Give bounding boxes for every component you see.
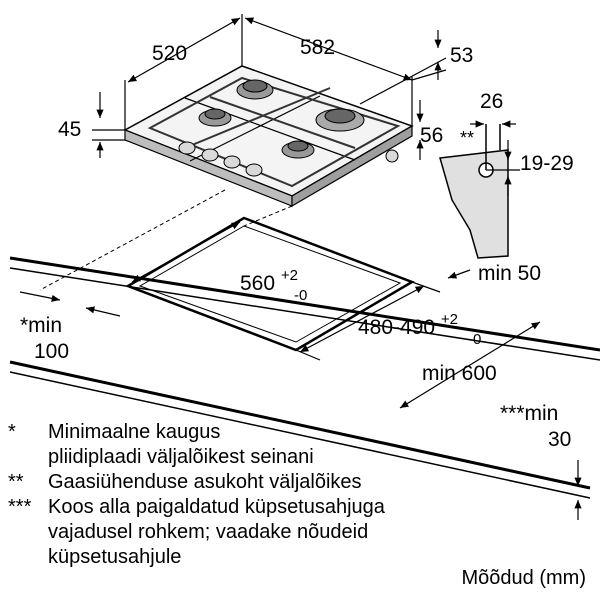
control-knobs bbox=[178, 141, 399, 177]
hob bbox=[123, 65, 414, 208]
dim-560: 560 +2 -0 bbox=[240, 262, 307, 304]
dim-45: 45 bbox=[58, 118, 81, 141]
dim-min-50: min 50 bbox=[478, 262, 541, 285]
dim-conn-star: ** bbox=[460, 128, 474, 148]
dim-480-490: 480-490 +2 -0 bbox=[358, 306, 481, 348]
footnotes: * Minimaalne kaugus pliidiplaadi väljalõ… bbox=[8, 420, 568, 570]
footnote-3: *** Koos alla paigaldatud küpsetusahjuga… bbox=[8, 495, 568, 570]
footnote-text: Gaasiühenduse asukoht väljalõikes bbox=[48, 471, 362, 493]
burners bbox=[198, 79, 365, 159]
dim-53: 53 bbox=[450, 44, 473, 67]
dim-min-600: min 600 bbox=[422, 362, 497, 385]
footnote-text: Minimaalne kaugus pliidiplaadi väljalõik… bbox=[48, 421, 314, 468]
dim-min-30: 30 bbox=[548, 428, 571, 451]
dim-520: 520 bbox=[152, 42, 187, 65]
dim-19-29: 19-29 bbox=[520, 152, 574, 175]
dim-582: 582 bbox=[300, 36, 335, 59]
dimension-labels: 520 582 53 45 56 26 ** 19-29 560 +2 -0 4… bbox=[20, 36, 574, 451]
dim-26: 26 bbox=[480, 90, 503, 113]
footnote-2: ** Gaasiühenduse asukoht väljalõikes bbox=[8, 470, 568, 495]
footnote-mark: ** bbox=[8, 471, 24, 493]
dim-min-30-star: ***min bbox=[500, 402, 558, 425]
pan-supports bbox=[147, 76, 401, 188]
footnote-mark: * bbox=[8, 421, 16, 443]
dimension-lines bbox=[19, 14, 582, 520]
footnote-1: * Minimaalne kaugus pliidiplaadi väljalõ… bbox=[8, 420, 568, 470]
units-label: Mõõdud (mm) bbox=[461, 567, 586, 589]
dim-min-100: 100 bbox=[34, 340, 69, 363]
dim-56: 56 bbox=[420, 124, 443, 147]
footnote-text: Koos alla paigaldatud küpsetusahjuga vaj… bbox=[48, 496, 385, 568]
dim-min-100-star: *min bbox=[20, 314, 62, 337]
footnote-mark: *** bbox=[8, 496, 32, 518]
